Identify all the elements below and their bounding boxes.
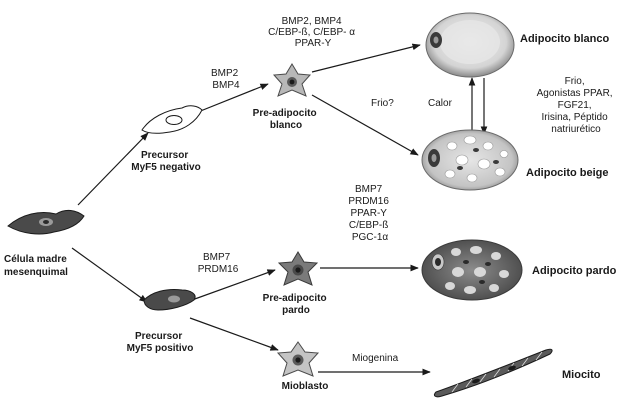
myoblast-cell (276, 341, 320, 377)
mesenchymal-label-line-2: mesenquimal (4, 267, 68, 278)
precursor-neg-label-line-1: Precursor (141, 150, 188, 161)
myoblast-label: Mioblasto (282, 381, 329, 392)
factor-line: BMP2 (211, 68, 239, 79)
precursor-neg-label-line-2: MyF5 negativo (131, 162, 200, 173)
factor-line: PRDM16 (348, 196, 389, 207)
precursor-pos-label-line-1: Precursor (135, 331, 182, 342)
precursor-myf5-negative-label: Precursor MyF5 negativo (131, 150, 200, 173)
arrow-precursor-pos-to-preadipocyte-brown (191, 269, 276, 301)
mesenchymal-stem-cell-label: Célula madre mesenquimal (4, 254, 70, 278)
preadipocyte-brown-cell (277, 251, 319, 286)
precursor-pos-label-line-2: MyF5 positivo (127, 343, 194, 354)
myocyte-label: Miocito (562, 369, 601, 381)
factors-to-preadipocyte-white: BMP2 BMP4 (211, 68, 241, 91)
preadipocyte-white-label: Pre-adipocito blanco (253, 108, 320, 131)
factor-line: PGC-1α (352, 232, 389, 243)
preadipocyte-white-cell (272, 63, 312, 97)
mesenchymal-label-line-1: Célula madre (4, 254, 67, 265)
factor-line: BMP7 (355, 184, 383, 195)
arrow-preadipocyte-white-to-beige-adipocyte (311, 94, 419, 156)
factor-line: PPAR-Y (350, 208, 387, 219)
mesenchymal-stem-cell (7, 209, 85, 235)
brown-adipocyte-label: Adipocito pardo (532, 265, 617, 277)
factor-line: FGF21, (558, 100, 592, 111)
precursor-myf5-positive-label: Precursor MyF5 positivo (127, 331, 194, 354)
factor-line: PPAR-Y (295, 38, 332, 49)
arrow-mesenchymal-to-precursor-neg (77, 132, 149, 206)
arrows (71, 43, 488, 376)
factor-line: C/EBP-ß (349, 220, 388, 231)
brown-adipocyte-cell (421, 239, 523, 301)
precursor-myf5-negative-cell (141, 105, 203, 134)
arrow-precursor-pos-to-myoblast (189, 317, 279, 351)
white-adipocyte-label: Adipocito blanco (520, 33, 610, 45)
arrow-mesenchymal-to-precursor-pos (71, 247, 148, 303)
preadipocyte-white-label-line-2: blanco (270, 120, 302, 131)
preadipocyte-white-label-line-1: Pre-adipocito (253, 108, 317, 119)
factors-white-to-beige: Frio, Agonistas PPAR, FGF21, Irisina, Pé… (537, 76, 616, 135)
preadipocyte-brown-label-line-1: Pre-adipocito (263, 293, 327, 304)
factor-line: BMP7 (203, 252, 231, 263)
white-adipocyte-cell (425, 12, 515, 78)
precursor-myf5-positive-cell (143, 289, 196, 311)
arrow-preadipocyte-white-to-white-adipocyte (311, 43, 421, 73)
preadipocyte-brown-label-line-2: pardo (282, 305, 310, 316)
factors-to-preadipocyte-brown: BMP7 PRDM16 (198, 252, 239, 275)
factor-line: Frio, (565, 76, 585, 87)
factors-to-brown-adipocyte: BMP7 PRDM16 PPAR-Y C/EBP-ß PGC-1α (348, 184, 391, 243)
factor-line: PRDM16 (198, 264, 239, 275)
arrow-precursor-neg-to-preadipocyte-white (197, 83, 269, 113)
factor-line: natriurético (551, 124, 601, 135)
factor-line: C/EBP-ß, C/EBP- α (268, 27, 355, 38)
myocyte-cell (433, 348, 553, 398)
factor-myogenin: Miogenina (352, 353, 399, 364)
factor-line: Agonistas PPAR, (537, 88, 613, 99)
factor-line: Irisina, Péptido (542, 112, 609, 123)
preadipocyte-brown-label: Pre-adipocito pardo (263, 293, 330, 316)
beige-adipocyte-cell (421, 129, 519, 191)
factors-to-white-adipocyte: BMP2, BMP4 C/EBP-ß, C/EBP- α PPAR-Y (268, 16, 358, 49)
factor-line: BMP2, BMP4 (282, 16, 342, 27)
factor-cold-question: Frio? (371, 98, 394, 109)
beige-adipocyte-label: Adipocito beige (526, 167, 609, 179)
factor-heat: Calor (428, 98, 453, 109)
factor-line: BMP4 (212, 80, 240, 91)
